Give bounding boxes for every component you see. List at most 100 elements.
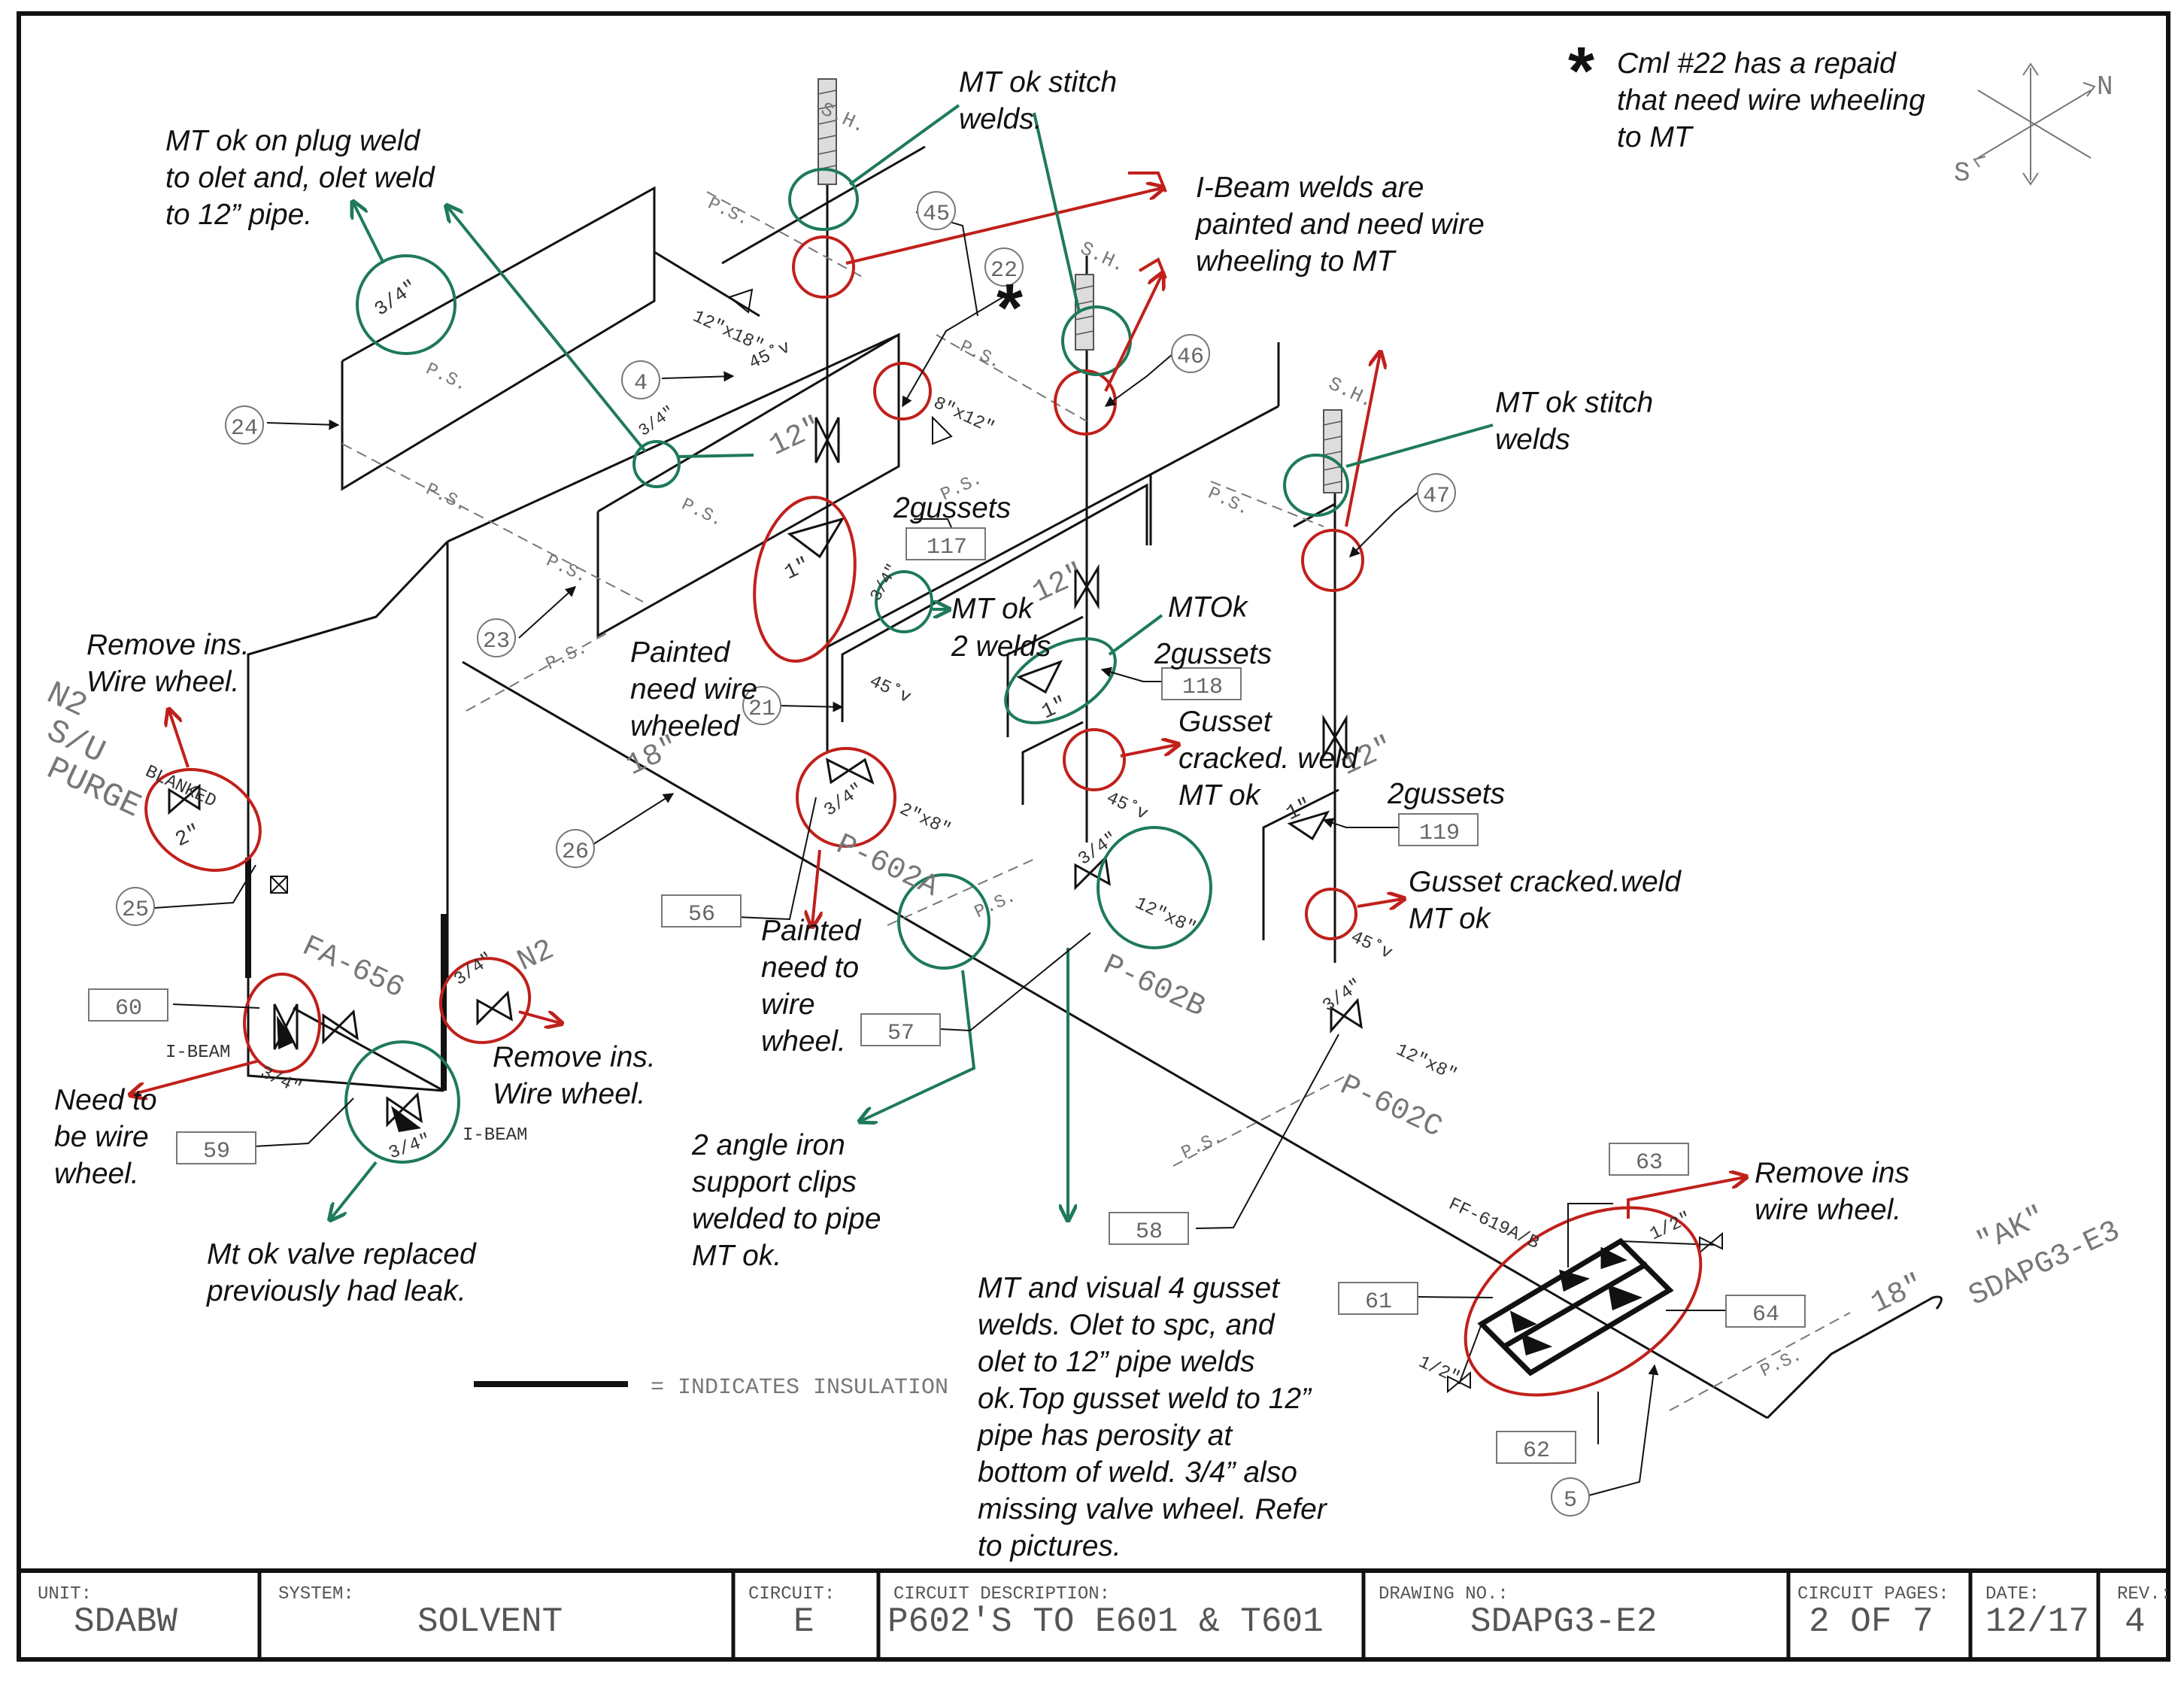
svg-text:S.H.: S.H. bbox=[1077, 237, 1129, 278]
compass-south: S bbox=[1954, 158, 1970, 189]
tag-57: 57 bbox=[887, 1021, 915, 1046]
star-mark-22: * bbox=[996, 271, 1023, 346]
note-mt-visual: MT and visual 4 gusset bbox=[978, 1272, 1281, 1304]
note-gusset-cracked-1: Gusset bbox=[1178, 706, 1273, 738]
system-label: SYSTEM: bbox=[278, 1584, 354, 1605]
pages-value: 2 OF 7 bbox=[1809, 1602, 1934, 1641]
piping bbox=[247, 120, 1943, 1419]
svg-text:welds: welds bbox=[1495, 424, 1570, 456]
tag-62: 62 bbox=[1523, 1438, 1550, 1464]
tag-61: 61 bbox=[1365, 1289, 1392, 1315]
svg-text:P.S.: P.S. bbox=[678, 495, 726, 532]
date-label: DATE: bbox=[1985, 1584, 2040, 1605]
description-label: CIRCUIT DESCRIPTION: bbox=[893, 1584, 1110, 1605]
svg-text:wire: wire bbox=[761, 988, 815, 1021]
note-plug-weld: MT ok on plug weld bbox=[165, 125, 420, 157]
pipe-support-lines bbox=[341, 191, 1851, 1411]
tag-46: 46 bbox=[1177, 345, 1204, 370]
tag-60: 60 bbox=[115, 996, 142, 1022]
box-tags bbox=[88, 527, 1806, 1464]
svg-text:3/4": 3/4" bbox=[821, 779, 868, 821]
circle-tags bbox=[116, 191, 1590, 1516]
svg-text:to pictures.: to pictures. bbox=[978, 1530, 1121, 1562]
note-stitch-right: MT ok stitch bbox=[1495, 387, 1653, 419]
svg-text:need to: need to bbox=[761, 952, 859, 984]
tag-22: 22 bbox=[990, 258, 1018, 284]
svg-text:S.H.: S.H. bbox=[1325, 372, 1377, 413]
tag-leaders bbox=[153, 211, 1726, 1498]
note-painted-wheel: Painted bbox=[761, 915, 862, 947]
note-mtok: MTOk bbox=[1168, 591, 1249, 624]
svg-text:3/4": 3/4" bbox=[866, 560, 902, 604]
svg-text:3/4": 3/4" bbox=[370, 275, 421, 320]
tag-21: 21 bbox=[748, 697, 775, 722]
svg-text:wheeling to MT: wheeling to MT bbox=[1196, 245, 1397, 278]
note-remove-ins-left: Remove ins. bbox=[86, 629, 250, 661]
tag-63: 63 bbox=[1636, 1150, 1663, 1176]
tag-47: 47 bbox=[1423, 484, 1450, 509]
svg-text:P-602C: P-602C bbox=[1335, 1069, 1448, 1146]
tag-58: 58 bbox=[1136, 1219, 1163, 1245]
svg-text:1": 1" bbox=[1283, 794, 1316, 826]
svg-text:wheel.: wheel. bbox=[761, 1025, 846, 1058]
svg-text:Wire wheel.: Wire wheel. bbox=[86, 666, 239, 698]
tag-4: 4 bbox=[634, 371, 648, 396]
svg-text:need wire: need wire bbox=[630, 673, 757, 706]
note-mt-ok-2welds: MT ok bbox=[951, 593, 1035, 625]
needs-work-markups bbox=[144, 235, 1703, 1397]
tag-119: 119 bbox=[1419, 821, 1460, 846]
svg-text:wheeled: wheeled bbox=[630, 710, 741, 742]
svg-text:1/2": 1/2" bbox=[1647, 1208, 1695, 1245]
svg-text:P.S.: P.S. bbox=[543, 551, 591, 588]
note-need-wire: Need to bbox=[54, 1084, 157, 1116]
svg-text:1/2": 1/2" bbox=[1415, 1353, 1464, 1389]
svg-text:be wire: be wire bbox=[54, 1121, 149, 1153]
note-remove-ins-mid: Remove ins. bbox=[493, 1041, 656, 1073]
svg-text:welds.: welds. bbox=[959, 103, 1042, 135]
tag-56: 56 bbox=[688, 902, 715, 927]
svg-text:45˚v: 45˚v bbox=[1103, 788, 1151, 825]
note-valve-replaced: Mt ok valve replaced bbox=[207, 1238, 477, 1271]
note-remove-ins-right: Remove ins bbox=[1755, 1157, 1909, 1189]
star-mark: * bbox=[1568, 34, 1594, 109]
note-gusset-cracked-2: Gusset cracked.weld bbox=[1409, 866, 1682, 898]
tag-25: 25 bbox=[122, 897, 149, 923]
svg-text:that need wire wheeling: that need wire wheeling bbox=[1617, 84, 1925, 117]
svg-text:P.S.: P.S. bbox=[1758, 1345, 1806, 1382]
insulation-legend: = INDICATES INSULATION bbox=[651, 1375, 948, 1401]
svg-text:cracked. weld: cracked. weld bbox=[1178, 742, 1359, 775]
svg-text:to 12” pipe.: to 12” pipe. bbox=[165, 199, 312, 231]
svg-text:12": 12" bbox=[1027, 557, 1090, 611]
svg-text:1": 1" bbox=[1039, 693, 1072, 724]
system-value: SOLVENT bbox=[417, 1602, 563, 1641]
tag-23: 23 bbox=[483, 629, 510, 654]
tag-45: 45 bbox=[923, 202, 950, 227]
tag-59: 59 bbox=[203, 1139, 230, 1164]
pages-label: CIRCUIT PAGES: bbox=[1797, 1584, 1949, 1605]
compass-north: N bbox=[2097, 71, 2113, 102]
red-leaders bbox=[132, 172, 1745, 1219]
note-ibeam: I-Beam welds are bbox=[1196, 172, 1424, 204]
inspection-notes: * * Cml #22 has a repaid that need wire … bbox=[54, 34, 1925, 1562]
note-gussets-c: 2gussets bbox=[1387, 778, 1505, 810]
unit-value: SDABW bbox=[74, 1602, 177, 1641]
svg-text:P-602B: P-602B bbox=[1098, 949, 1211, 1025]
svg-text:P.S.: P.S. bbox=[543, 638, 591, 675]
sheet-border bbox=[17, 11, 2170, 1662]
svg-text:I-BEAM: I-BEAM bbox=[463, 1125, 527, 1146]
svg-text:ok.Top gusset weld to 12”: ok.Top gusset weld to 12” bbox=[978, 1383, 1312, 1415]
svg-text:MT ok: MT ok bbox=[1409, 903, 1492, 935]
svg-text:2"x8": 2"x8" bbox=[896, 800, 954, 841]
circuit-value: E bbox=[793, 1602, 814, 1641]
svg-text:support clips: support clips bbox=[692, 1166, 857, 1198]
svg-text:45˚v: 45˚v bbox=[1348, 927, 1396, 964]
drawing-value: SDAPG3-E2 bbox=[1470, 1602, 1657, 1641]
description-value: P602'S TO E601 & T601 bbox=[887, 1602, 1324, 1641]
svg-text:to MT: to MT bbox=[1617, 121, 1694, 153]
title-block: UNIT: SDABW SYSTEM: SOLVENT CIRCUIT: E C… bbox=[19, 1568, 2171, 1659]
svg-text:Wire wheel.: Wire wheel. bbox=[493, 1078, 645, 1110]
tag-64: 64 bbox=[1752, 1302, 1779, 1328]
rev-value: 4 bbox=[2125, 1602, 2146, 1641]
svg-text:I-BEAM: I-BEAM bbox=[165, 1043, 230, 1063]
